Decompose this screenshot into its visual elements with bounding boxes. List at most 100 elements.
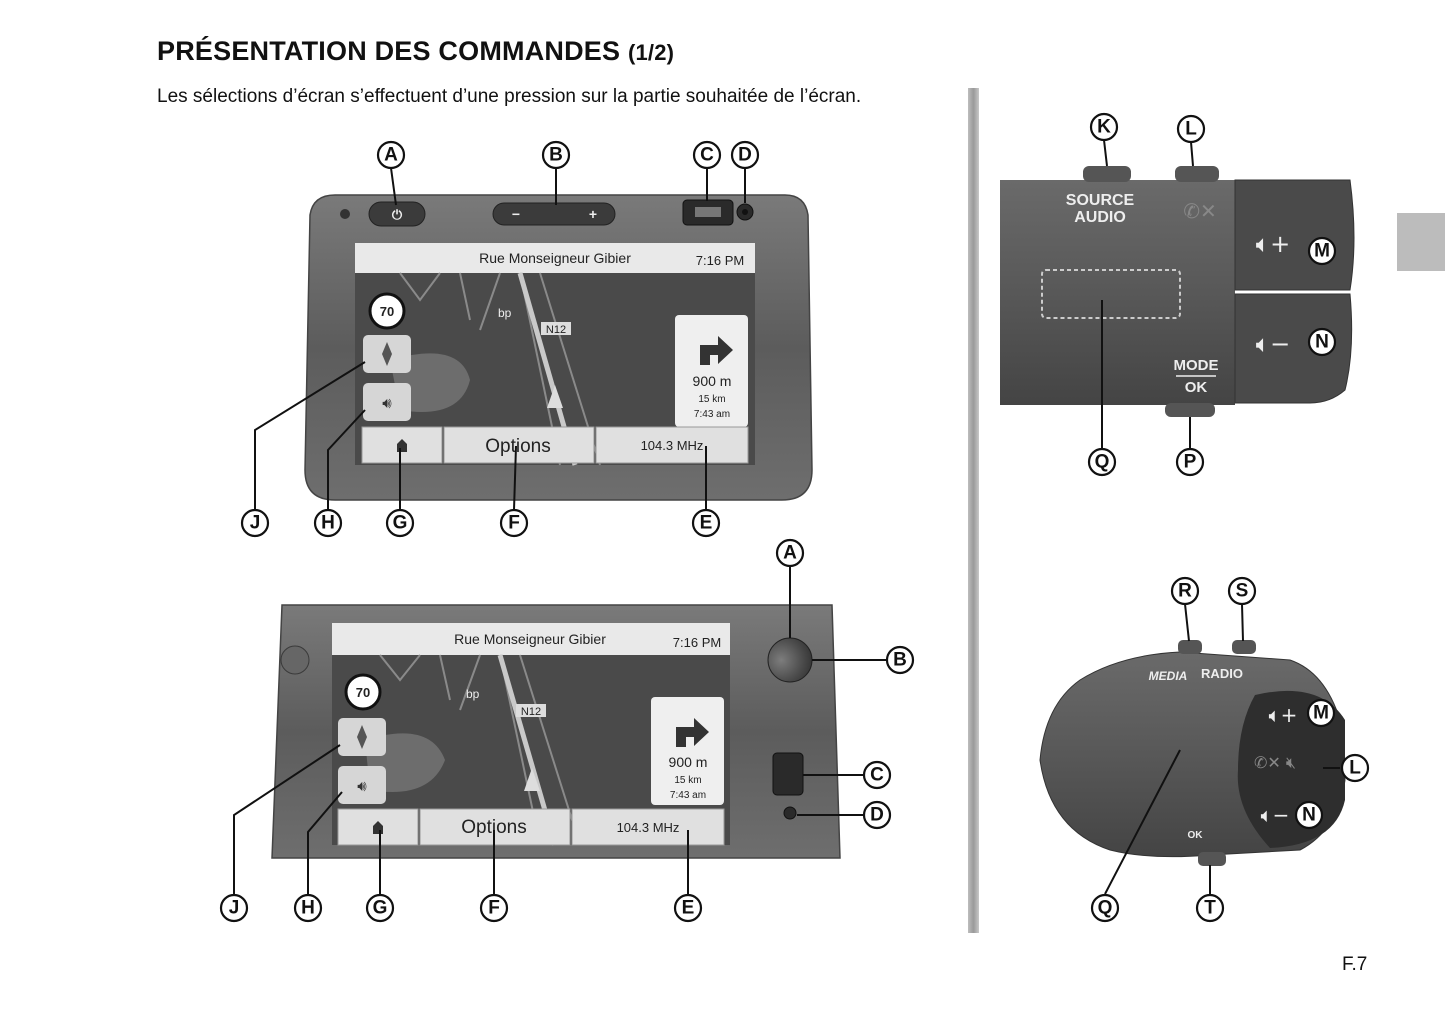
arrival-time-2: 7:43 am xyxy=(670,790,706,801)
phone-mute-icon: ✆✕ 🔇︎ xyxy=(1254,753,1296,772)
options-button[interactable] xyxy=(443,426,595,464)
poi-label-2: bp xyxy=(466,687,480,701)
options-label-2: Options xyxy=(461,817,526,838)
svg-text:−: − xyxy=(512,206,520,222)
street-name: Rue Monseigneur Gibier xyxy=(479,250,631,266)
label-d-2: D xyxy=(862,800,892,830)
label-j-2: J xyxy=(219,893,249,923)
svg-text:D: D xyxy=(738,145,752,166)
source-audio-key[interactable] xyxy=(1083,166,1131,182)
clock: 7:16 PM xyxy=(696,253,744,268)
svg-text:Q: Q xyxy=(1098,898,1113,919)
svg-text:L: L xyxy=(1185,119,1197,140)
label-a: A xyxy=(376,140,406,170)
radio-button[interactable] xyxy=(595,426,749,464)
label-g-2: G xyxy=(365,893,395,923)
figure-stalk-2: MEDIA RADIO OK 🔈︎+ ✆✕ 🔇︎ 🔈︎− xyxy=(1039,640,1346,866)
label-f-2: F xyxy=(479,893,509,923)
svg-text:B: B xyxy=(549,145,563,166)
phone-key[interactable] xyxy=(1175,166,1219,182)
svg-text:G: G xyxy=(393,513,408,534)
page-number: F.7 xyxy=(1342,954,1368,975)
label-c-2: C xyxy=(862,760,892,790)
phone-icon: ✆✕ xyxy=(1183,199,1217,223)
label-c: C xyxy=(692,140,722,170)
svg-text:A: A xyxy=(783,543,797,564)
svg-text:L: L xyxy=(1349,758,1361,779)
radio-button-2[interactable] xyxy=(571,808,725,846)
volume-up-icon-2: 🔈︎+ xyxy=(1269,703,1298,727)
label-e-2: E xyxy=(673,893,703,923)
turn-distance-2: 900 m xyxy=(669,754,708,770)
svg-text:R: R xyxy=(1178,581,1192,602)
svg-text:E: E xyxy=(700,513,713,534)
svg-text:S: S xyxy=(1236,581,1249,602)
svg-text:A: A xyxy=(384,145,398,166)
home-button-2[interactable] xyxy=(337,808,419,846)
label-d: D xyxy=(730,140,760,170)
control-knob[interactable] xyxy=(767,637,813,683)
svg-text:F: F xyxy=(508,513,520,534)
turn-distance: 900 m xyxy=(693,373,732,389)
volume-down-icon: 🔈︎− xyxy=(1256,330,1291,358)
radio-key[interactable] xyxy=(1232,640,1256,654)
figure-unit-1: ⏻ − + Rue Monseigneur Gibier 7:16 PM N12… xyxy=(304,194,813,501)
radio-label-2: 104.3 MHz xyxy=(617,820,680,835)
svg-text:B: B xyxy=(893,650,907,671)
label-m-2: M xyxy=(1306,698,1336,728)
sound-button[interactable] xyxy=(363,383,411,421)
media-label: MEDIA xyxy=(1149,669,1188,683)
poi-label: bp xyxy=(498,306,512,320)
svg-text:N: N xyxy=(1315,332,1329,353)
svg-text:+: + xyxy=(589,206,597,222)
ok-key[interactable] xyxy=(1198,852,1226,866)
mode-ok-key[interactable] xyxy=(1165,403,1215,417)
svg-text:G: G xyxy=(373,898,388,919)
sound-button-2[interactable] xyxy=(338,766,386,804)
thumbwheel-area[interactable] xyxy=(1041,269,1181,319)
speed-limit-sign xyxy=(368,292,406,330)
turn-panel xyxy=(675,315,748,427)
speed-limit-value-2: 70 xyxy=(356,685,370,700)
column-divider xyxy=(968,88,979,933)
svg-text:M: M xyxy=(1313,703,1329,724)
svg-text:⏻: ⏻ xyxy=(392,207,403,222)
label-n-2: N xyxy=(1294,800,1324,830)
volume-down-icon-2: 🔈︎− xyxy=(1261,803,1290,827)
svg-text:T: T xyxy=(1204,898,1216,919)
radio-label: 104.3 MHz xyxy=(641,438,704,453)
callouts-stalk-1: K L M N Q P xyxy=(1087,112,1337,477)
power-button[interactable] xyxy=(368,201,426,227)
svg-text:E: E xyxy=(682,898,695,919)
svg-text:C: C xyxy=(870,765,884,786)
callouts-unit-2: A B C D J H G F E xyxy=(219,538,915,923)
figure-unit-2: Rue Monseigneur Gibier 7:16 PM N12 bp 70… xyxy=(271,604,841,859)
label-k: K xyxy=(1089,112,1119,142)
label-h-2: H xyxy=(293,893,323,923)
label-l-2: L xyxy=(1340,753,1370,783)
label-m: M xyxy=(1307,236,1337,266)
usb-port-2[interactable] xyxy=(772,752,804,796)
svg-text:P: P xyxy=(1184,452,1197,473)
speed-limit-sign-2 xyxy=(344,673,382,711)
clock-2: 7:16 PM xyxy=(673,635,721,650)
road-number-2: N12 xyxy=(521,706,541,718)
media-key[interactable] xyxy=(1178,640,1202,654)
svg-text:H: H xyxy=(301,898,315,919)
label-r: R xyxy=(1170,576,1200,606)
jack-socket-2[interactable] xyxy=(783,806,797,820)
volume-up-icon: 🔈︎+ xyxy=(1256,230,1291,258)
ok-key-label: OK xyxy=(1188,830,1204,841)
volume-rocker[interactable] xyxy=(492,202,616,226)
svg-text:C: C xyxy=(700,145,714,166)
callouts-unit-1: A B C D J H G F E xyxy=(240,140,760,538)
label-n: N xyxy=(1307,327,1337,357)
intro-text: Les sélections d’écran s’effectuent d’un… xyxy=(157,86,862,107)
turn-panel-2 xyxy=(651,697,724,805)
remaining-distance-2: 15 km xyxy=(674,775,701,786)
title-part: (1/2) xyxy=(627,40,675,65)
speed-limit-value: 70 xyxy=(380,304,394,319)
svg-text:J: J xyxy=(250,513,261,534)
options-label: Options xyxy=(485,436,550,457)
